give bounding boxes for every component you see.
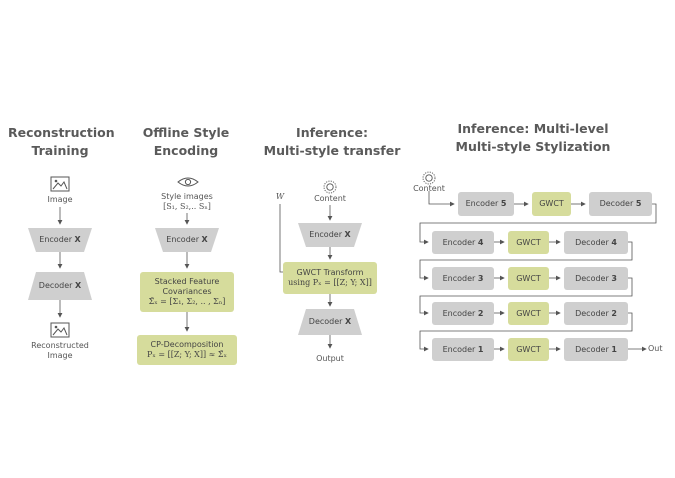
style-images-label: Style images bbox=[161, 192, 213, 201]
encoder-x-box: Encoder X bbox=[28, 228, 92, 252]
box-line: CP-Decomposition bbox=[150, 340, 224, 349]
box-line: Stacked Feature bbox=[154, 277, 220, 286]
level-number: 3 bbox=[477, 273, 484, 283]
encoder-text: Encoder bbox=[442, 308, 476, 318]
decoder-2-box: Decoder 2 bbox=[564, 302, 628, 325]
w-label: W bbox=[275, 192, 285, 201]
title-inference-multi-level: Inference: Multi-level Multi-style Styli… bbox=[448, 120, 618, 156]
arrow bbox=[419, 277, 633, 316]
decoder-id: X bbox=[345, 317, 352, 326]
box-line: Covariances bbox=[162, 287, 212, 296]
content-label: Content bbox=[314, 194, 346, 203]
encoder-id: X bbox=[344, 230, 351, 239]
arrow bbox=[419, 241, 633, 281]
gwct-box: GWCT bbox=[508, 267, 549, 290]
gwct-box: GWCT bbox=[532, 192, 571, 216]
level-number: 4 bbox=[477, 237, 484, 247]
encoder-id: X bbox=[201, 235, 208, 244]
decoder-3-box: Decoder 3 bbox=[564, 267, 628, 290]
encoder-x-shape bbox=[155, 228, 219, 252]
decoder-text: Decoder bbox=[599, 199, 634, 208]
decoder-1-box: Decoder 1 bbox=[564, 338, 628, 361]
gwct-transform-box: GWCT Transform using Pₓ = [[Z; Y; X]] bbox=[283, 262, 377, 294]
encoder-text: Encoder bbox=[39, 235, 72, 244]
level-number: 3 bbox=[611, 273, 617, 283]
decoder-text: Decoder bbox=[575, 237, 609, 247]
label-line: Reconstructed bbox=[31, 341, 89, 350]
sun-icon bbox=[323, 180, 337, 194]
box-line: Σ̄ₓ = [Σ₁, Σ₂, .. , Σₙ] bbox=[148, 297, 226, 306]
box-line: using Pₓ = [[Z; Y; X]] bbox=[288, 278, 372, 287]
gwct-box: GWCT bbox=[508, 231, 549, 254]
encoder-text: Encoder bbox=[442, 237, 476, 247]
encoder-text: Encoder bbox=[309, 230, 342, 239]
arrow bbox=[419, 312, 633, 352]
content-label: Content bbox=[413, 184, 445, 193]
title-inference-multi-style: Inference: Multi-style transfer bbox=[262, 124, 402, 160]
title-line: Reconstruction bbox=[8, 125, 115, 140]
arrow bbox=[428, 191, 455, 207]
gwct-box: GWCT bbox=[508, 302, 549, 325]
level-number: 4 bbox=[611, 237, 617, 247]
encoder-1-box: Encoder 1 bbox=[432, 338, 494, 361]
encoder-4-box: Encoder 4 bbox=[432, 231, 494, 254]
cp-decomposition-box: CP-Decomposition Pₓ = [[Z; Y; X]] ≈ Σ̄ₓ bbox=[137, 335, 237, 365]
encoder-id: X bbox=[74, 235, 81, 244]
output-label: Output bbox=[316, 354, 344, 363]
box-line: Pₓ = [[Z; Y; X]] ≈ Σ̄ₓ bbox=[147, 350, 227, 359]
encoder-3-box: Encoder 3 bbox=[432, 267, 494, 290]
level-number: 2 bbox=[611, 308, 617, 318]
title-line: Multi-style transfer bbox=[263, 143, 401, 158]
encoder-text: Encoder bbox=[166, 235, 199, 244]
box-line: GWCT Transform bbox=[296, 268, 364, 277]
level-number: 1 bbox=[477, 344, 484, 354]
encoder-text: Encoder bbox=[442, 273, 476, 283]
level-number: 2 bbox=[477, 308, 484, 318]
title-line: Training bbox=[31, 143, 89, 158]
title-line: Encoding bbox=[153, 143, 219, 158]
encoder-x-box: Encoder X bbox=[298, 223, 362, 247]
level-number: 5 bbox=[500, 199, 507, 208]
title-line: Inference: Multi-level bbox=[457, 121, 609, 136]
title-line: Offline Style bbox=[142, 125, 230, 140]
arrow bbox=[419, 203, 657, 245]
encoder-5-box: Encoder 5 bbox=[458, 192, 514, 216]
stacked-feature-covariances-box: Stacked Feature Covariances Σ̄ₓ = [Σ₁, Σ… bbox=[140, 272, 234, 312]
encoder-x-box: Encoder X bbox=[155, 228, 219, 252]
encoder-x-shape bbox=[298, 223, 362, 247]
encoder-text: Encoder bbox=[465, 199, 499, 208]
title-line: Multi-style Stylization bbox=[455, 139, 611, 154]
decoder-x-shape bbox=[28, 272, 92, 300]
decoder-x-shape bbox=[298, 309, 362, 335]
image-label: Image bbox=[47, 195, 73, 204]
decoder-text: Decoder bbox=[308, 317, 343, 326]
reconstructed-image-label: Reconstructed Image bbox=[20, 341, 100, 361]
label-line: Image bbox=[47, 351, 73, 360]
decoder-4-box: Decoder 4 bbox=[564, 231, 628, 254]
sun-icon bbox=[422, 171, 436, 185]
encoder-text: Encoder bbox=[442, 344, 476, 354]
title-reconstruction-training: Reconstruction Training bbox=[8, 124, 115, 160]
style-images-set: [S₁, S₂,.. Sₙ] bbox=[163, 202, 211, 211]
image-icon bbox=[50, 176, 70, 192]
title-line: Inference: bbox=[296, 125, 368, 140]
level-number: 5 bbox=[635, 199, 642, 208]
encoder-x-shape bbox=[28, 228, 92, 252]
decoder-5-box: Decoder 5 bbox=[589, 192, 652, 216]
decoder-text: Decoder bbox=[575, 273, 609, 283]
decoder-x-box: Decoder X bbox=[28, 272, 92, 300]
level-number: 1 bbox=[611, 344, 617, 354]
decoder-text: Decoder bbox=[575, 308, 609, 318]
decoder-id: X bbox=[75, 281, 82, 290]
decoder-text: Decoder bbox=[575, 344, 609, 354]
out-label: Out bbox=[648, 344, 663, 353]
decoder-text: Decoder bbox=[38, 281, 73, 290]
reconstructed-image-icon bbox=[50, 322, 70, 338]
decoder-x-box: Decoder X bbox=[298, 309, 362, 335]
eye-icon bbox=[177, 177, 199, 187]
encoder-2-box: Encoder 2 bbox=[432, 302, 494, 325]
gwct-box: GWCT bbox=[508, 338, 549, 361]
title-offline-style-encoding: Offline Style Encoding bbox=[134, 124, 238, 160]
